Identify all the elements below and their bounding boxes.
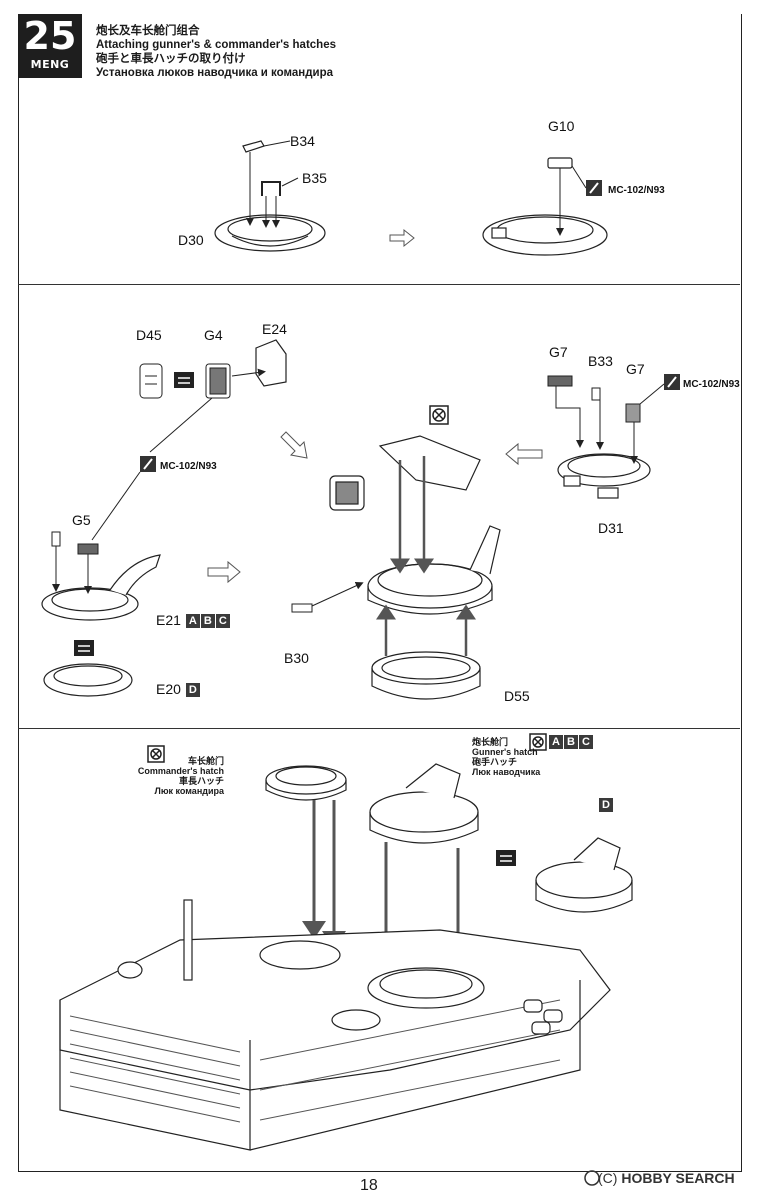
step-arrow-4 <box>505 442 543 466</box>
brand-logo: MENG <box>18 58 82 72</box>
gunner-option-b: B <box>564 735 578 750</box>
label-g10: G10 <box>548 118 575 134</box>
swap-icon-2 <box>74 640 94 656</box>
page-number: 18 <box>360 1177 378 1194</box>
commander-ru: Люк командира <box>154 786 225 796</box>
title-ru: Установка люков наводчика и командира <box>96 67 334 79</box>
label-e20: E20 D <box>156 681 200 698</box>
cross-icon <box>429 405 449 425</box>
d30-hatch-part <box>214 214 326 252</box>
smoke-dischargers <box>523 999 563 1035</box>
commander-hatch-label: 车长舱门 <box>166 756 224 766</box>
label-b34: B34 <box>290 133 315 149</box>
g4-part <box>205 363 231 399</box>
watermark: (C) HOBBY SEARCH <box>598 1170 735 1186</box>
page-frame <box>18 14 742 1172</box>
title-cn: 炮长及车长舱门组合 <box>96 25 200 37</box>
label-b30: B30 <box>284 650 309 666</box>
step-badge: 25 MENG <box>18 14 82 78</box>
gunner-option-c: C <box>579 735 593 750</box>
step-arrow-1 <box>389 228 415 248</box>
e21-option-c: C <box>215 614 230 629</box>
commander-en: Commander's hatch <box>137 766 224 776</box>
gunner-hatch <box>369 763 479 844</box>
e20-option-d: D <box>185 683 200 698</box>
commander-cn: 车长舱门 <box>187 756 224 766</box>
gunner-jp: 砲手ハッチ <box>472 757 518 767</box>
gunner-hatch-assembly <box>329 435 501 615</box>
gunner-ru: Люк наводчика <box>472 767 541 777</box>
d45-part <box>139 363 163 399</box>
label-g7-left: G7 <box>549 344 568 360</box>
b35-part <box>261 181 281 196</box>
e20-part <box>43 663 133 697</box>
e21-text: E21 <box>156 612 181 628</box>
gunner-hatch-label: 炮长舱门 Gunner's hatch 砲手ハッチ Люк наводчика <box>472 737 540 777</box>
commander-jp: 車長ハッチ <box>178 776 224 786</box>
cement-icon-2 <box>140 456 156 472</box>
section-divider-1 <box>18 284 740 285</box>
label-g7-right: G7 <box>626 361 645 377</box>
swap-icon-1 <box>174 372 194 388</box>
option-d-hatch <box>535 837 633 913</box>
label-d30: D30 <box>178 232 204 248</box>
swap-icon-3 <box>496 850 516 866</box>
e24-part <box>255 339 287 387</box>
title-en: Attaching gunner's & commander's hatches <box>96 39 336 51</box>
step-arrow-3 <box>280 431 308 459</box>
label-e24: E24 <box>262 321 287 337</box>
cement-label-right: MC-102/N93 <box>683 379 740 390</box>
label-d31: D31 <box>598 520 624 536</box>
label-b35: B35 <box>302 170 327 186</box>
d55-ring-part <box>371 651 481 700</box>
g7-parts <box>547 375 641 423</box>
gunner-en: Gunner's hatch <box>472 747 538 757</box>
commander-hatch-sublabels: Commander's hatch 車長ハッチ Люк командира <box>124 766 224 796</box>
label-g4: G4 <box>204 327 223 343</box>
d31-hatch-part <box>557 453 651 499</box>
label-d45: D45 <box>136 327 162 343</box>
e21-part <box>41 554 161 621</box>
gunner-cn: 炮长舱门 <box>472 737 509 747</box>
commander-hatch <box>265 765 347 801</box>
label-g5: G5 <box>72 512 91 528</box>
e21-option-b: B <box>200 614 215 629</box>
step-titles: 炮长及车长舱门组合 Attaching gunner's & commander… <box>96 24 336 80</box>
cross-icon-gunner <box>529 733 547 751</box>
g5-part <box>51 531 99 555</box>
e20-text: E20 <box>156 681 181 697</box>
watermark-code: (C) <box>598 1170 618 1186</box>
label-d55: D55 <box>504 688 530 704</box>
section-divider-2 <box>18 728 740 729</box>
cement-icon-1 <box>586 180 602 196</box>
hobby-search-logo <box>584 1170 600 1186</box>
b34-part <box>242 140 265 153</box>
step-number: 25 <box>23 14 77 58</box>
d30-assembled-part <box>482 157 608 256</box>
option-d-letter: D <box>599 798 613 813</box>
step-arrow-2 <box>207 560 241 584</box>
b30-part <box>291 603 313 613</box>
cement-label-1: MC-102/N93 <box>608 185 665 196</box>
cement-icon-3 <box>664 374 680 390</box>
option-d-badge: D <box>598 796 613 813</box>
tank-turret <box>59 899 611 1151</box>
title-jp: 砲手と車長ハッチの取り付け <box>96 53 246 65</box>
cement-label-left: MC-102/N93 <box>160 461 217 472</box>
e21-option-a: A <box>185 614 200 629</box>
cross-icon-commander <box>147 745 165 763</box>
label-b33: B33 <box>588 353 613 369</box>
watermark-brand: HOBBY SEARCH <box>621 1170 735 1186</box>
gunner-option-a: A <box>549 735 563 750</box>
